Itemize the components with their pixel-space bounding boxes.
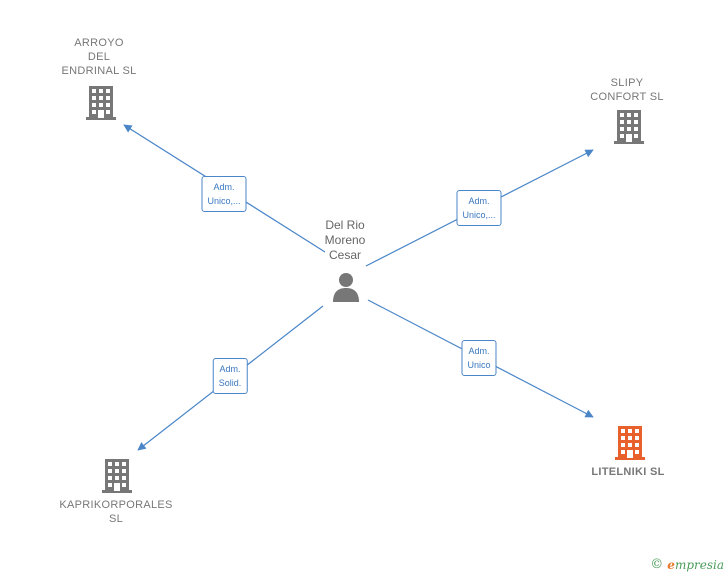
person-name[interactable]: Del Rio Moreno Cesar	[324, 218, 366, 262]
company-slipy-label[interactable]: SLIPY CONFORT SL	[590, 77, 664, 103]
building-icon[interactable]	[614, 110, 644, 144]
edge-label-slipy[interactable]: Adm. Unico,...	[456, 190, 502, 226]
person-icon[interactable]	[332, 272, 360, 302]
edge-label-kaprikorporales[interactable]: Adm. Solid.	[212, 358, 248, 394]
copyright-symbol: ©	[650, 557, 664, 572]
company-arroyo-label[interactable]: ARROYO DEL ENDRINAL SL	[61, 37, 137, 77]
building-icon-highlight[interactable]	[615, 426, 645, 460]
edge-label-arroyo[interactable]: Adm. Unico,...	[201, 176, 247, 212]
building-icon[interactable]	[102, 459, 132, 493]
brand-logo: empresia	[667, 557, 724, 572]
empresia-watermark: © empresia	[650, 557, 724, 572]
edge-label-litelniki[interactable]: Adm. Unico	[461, 340, 497, 376]
building-icon[interactable]	[86, 86, 116, 120]
company-kaprikorporales-label[interactable]: KAPRIKORPORALES SL	[59, 499, 173, 525]
company-litelniki-label[interactable]: LITELNIKI SL	[591, 466, 665, 478]
